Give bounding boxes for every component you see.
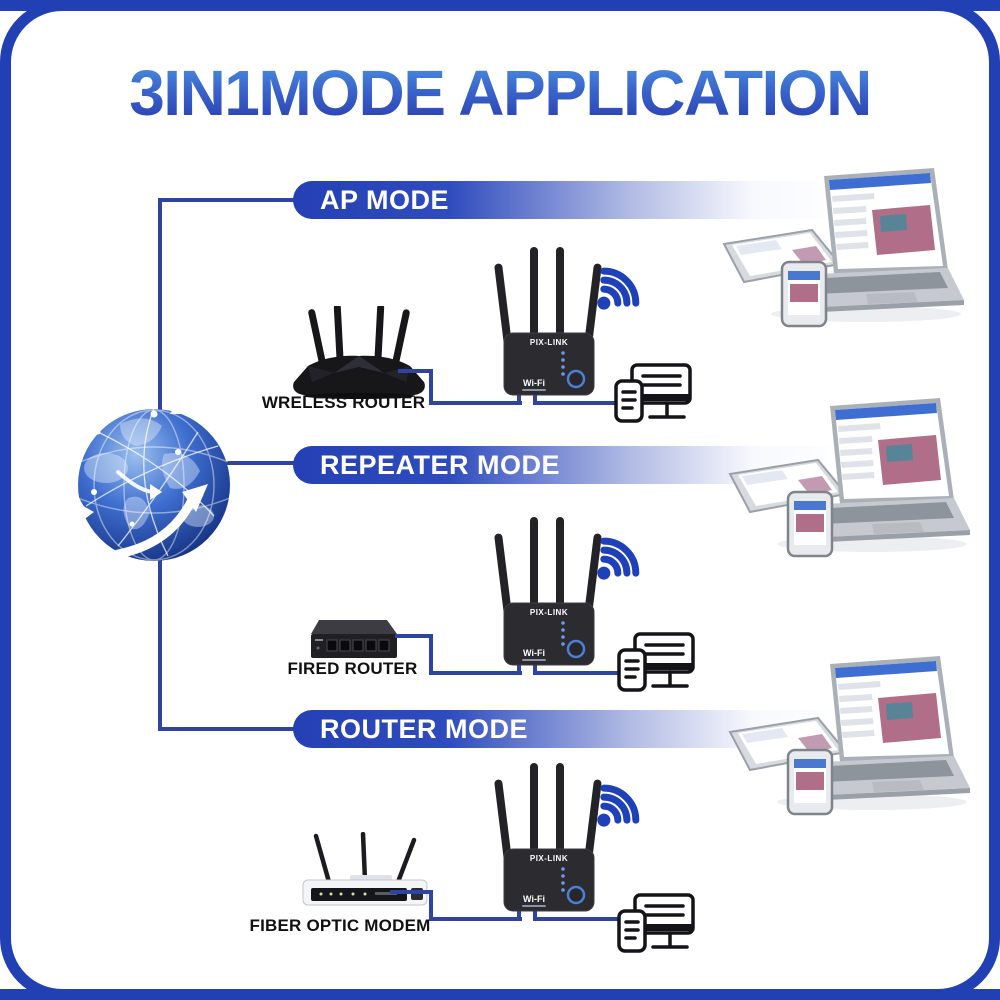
mode-pill-repeater: REPEATER MODE <box>293 446 853 484</box>
wire-rtr-3 <box>429 917 522 921</box>
repeater-wifi-logo: Wi-Fi <box>523 378 545 388</box>
wps-button-graphic <box>566 885 586 905</box>
frame-bottom-band <box>0 989 1000 1000</box>
client-devices-icon <box>617 632 695 692</box>
wire-rep-1 <box>395 634 432 638</box>
repeater-wifi-logo: Wi-Fi <box>523 648 545 658</box>
wireless-router-image <box>293 306 425 399</box>
wifi-repeater-image: PIX-LINK Wi-Fi <box>494 247 602 405</box>
wire-rep-2 <box>429 634 433 674</box>
device-label-fiber-modem: FIBER OPTIC MODEM <box>249 916 431 935</box>
laptop-tablet-phone-image <box>722 168 964 328</box>
repeater-brand: PIX-LINK <box>530 608 568 617</box>
wire-rtr-2 <box>429 890 433 920</box>
wps-button-graphic <box>566 639 586 659</box>
wire-rep-3 <box>429 671 522 675</box>
device-label-wired-router: FIRED ROUTER <box>287 659 418 678</box>
wifi-repeater-image: PIX-LINK Wi-Fi <box>494 517 602 675</box>
wire-ap-4 <box>536 401 620 405</box>
wire-ap-2 <box>429 369 433 405</box>
repeater-brand: PIX-LINK <box>530 854 568 863</box>
wifi-signal-icon <box>597 784 640 827</box>
frame-top-band <box>0 0 1000 11</box>
wps-button-graphic <box>566 369 586 389</box>
wire-rep-4 <box>536 671 620 675</box>
wifi-signal-icon <box>597 267 640 310</box>
wire-ap-1 <box>398 369 432 373</box>
mode-pill-ap: AP MODE <box>293 181 853 219</box>
wire-rtr-4 <box>536 917 620 921</box>
wired-switch-image <box>311 620 397 658</box>
wire-branch-router <box>158 727 295 731</box>
client-devices-icon <box>614 363 692 423</box>
client-devices-icon <box>617 893 695 953</box>
laptop-tablet-phone-image <box>728 656 970 816</box>
wire-branch-ap <box>158 198 295 202</box>
wire-ap-3 <box>429 401 522 405</box>
wifi-signal-icon <box>597 537 640 580</box>
repeater-brand: PIX-LINK <box>530 338 568 347</box>
device-label-wireless-router: WRELESS ROUTER <box>261 393 426 412</box>
fiber-modem-image <box>302 832 428 906</box>
repeater-wifi-logo: Wi-Fi <box>523 894 545 904</box>
wire-rtr-1 <box>390 890 432 894</box>
wifi-repeater-image: PIX-LINK Wi-Fi <box>494 763 602 921</box>
page-title: 3IN1MODE APPLICATION <box>0 56 1000 130</box>
laptop-tablet-phone-image <box>728 398 970 558</box>
internet-globe <box>66 398 239 561</box>
